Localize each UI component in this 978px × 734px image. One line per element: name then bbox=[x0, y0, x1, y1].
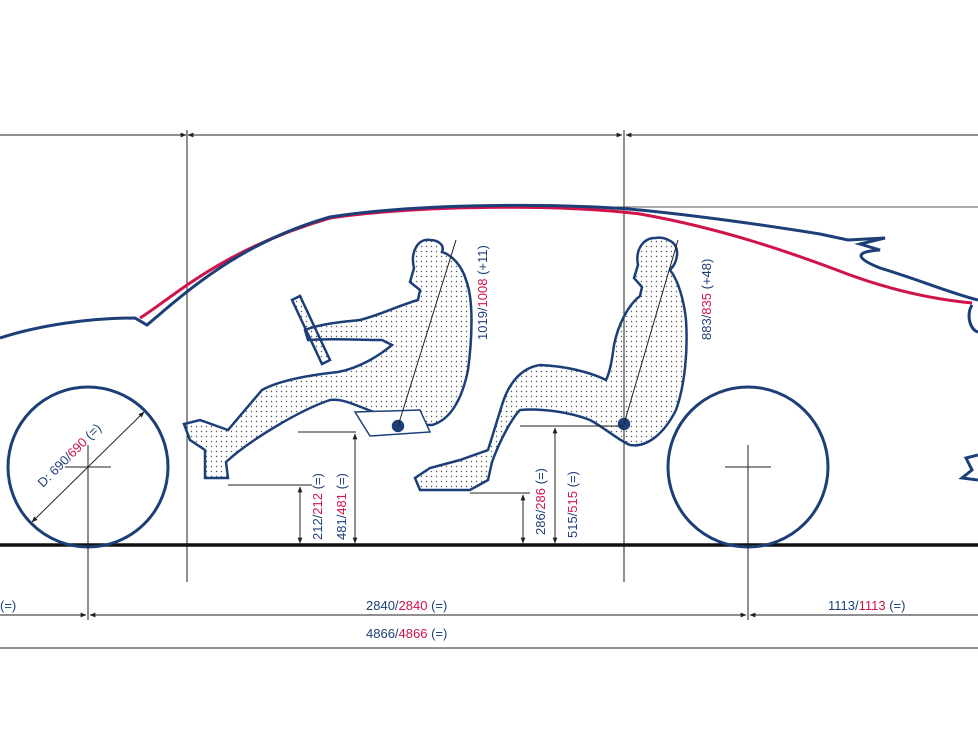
front-seat-dimension-lines bbox=[228, 431, 358, 544]
body-silhouette-blue bbox=[0, 203, 978, 340]
tail-light-detail bbox=[958, 453, 978, 482]
rear-torso-line bbox=[623, 239, 679, 425]
top-extent-lines bbox=[0, 130, 978, 582]
length-dimension-lines bbox=[0, 612, 978, 649]
front-torso-line bbox=[397, 239, 457, 427]
front-occupant-manikin bbox=[182, 238, 473, 480]
front-overhang-label: (=) bbox=[0, 598, 16, 613]
rear-heel-height-label: 286/286 (=) bbox=[533, 468, 548, 535]
overall-length-label: 4866/4866 (=) bbox=[366, 626, 447, 641]
rear-seat-dimension-lines bbox=[470, 425, 624, 544]
rear-bumper-detail bbox=[967, 304, 978, 334]
rear-overhang-label: 1113/1113 (=) bbox=[828, 598, 905, 613]
front-headroom-label: 1019/1008 (+11) bbox=[475, 245, 490, 340]
front-hip-height-label: 481/481 (=) bbox=[334, 473, 349, 540]
rear-headroom-label: 883/835 (+48) bbox=[699, 259, 714, 340]
front-heel-height-label: 212/212 (=) bbox=[310, 473, 325, 540]
wheelbase-label: 2840/2840 (=) bbox=[366, 598, 447, 613]
comparison-roof-line-red bbox=[139, 205, 973, 320]
wheel-diameter-label: D: 690/690 (=) bbox=[35, 420, 105, 490]
front-wheel bbox=[6, 385, 170, 620]
rear-hip-height-label: 515/515 (=) bbox=[565, 471, 580, 538]
rear-wheel bbox=[666, 385, 830, 620]
